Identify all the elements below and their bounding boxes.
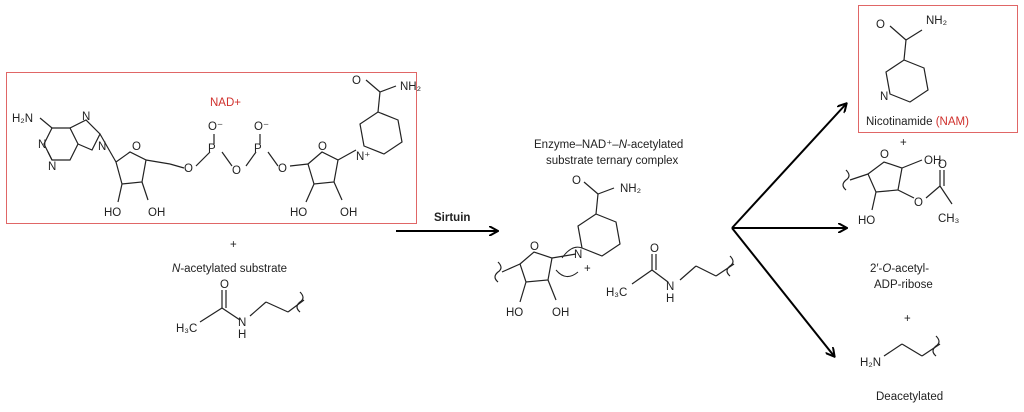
nam-highlight-box — [858, 5, 1018, 133]
adpr-structure — [842, 159, 953, 211]
nad-atom-o-link1: O — [184, 163, 193, 175]
nad-atom-o-ring1: O — [132, 141, 141, 153]
nam-abbr: (NAM) — [935, 116, 969, 128]
nad-atom-h2n: H₂N — [12, 113, 33, 125]
complex-atom-h-amide: H — [666, 293, 674, 305]
complex-atom-oh: OH — [552, 307, 569, 319]
complex-label-post: -acetylated — [627, 139, 684, 151]
nad-atom-n3: N — [48, 161, 56, 173]
adpr-label-post: -acetyl- — [891, 263, 930, 275]
substrate-atom-n: N — [238, 317, 246, 329]
nad-atom-o-bridge: O — [232, 165, 241, 177]
nam-atom-n: N — [880, 91, 888, 103]
substrate-label-rest: -acetylated substrate — [180, 263, 288, 275]
nad-atom-ho1: HO — [104, 207, 121, 219]
nad-atom-oh2: OH — [340, 207, 357, 219]
adpr-label-line1: 2′-O-acetyl- — [870, 262, 929, 276]
adpr-atom-o-carbonyl: O — [938, 159, 947, 171]
substrate-atom-h: H — [238, 329, 246, 341]
nam-atom-nh2: NH₂ — [926, 15, 947, 27]
nad-title: NAD+ — [210, 97, 241, 109]
adpr-atom-oh: OH — [924, 155, 941, 167]
nad-atom-o-amide: O — [352, 75, 361, 87]
substrate-label: N-acetylated substrate — [172, 262, 287, 276]
complex-atom-nh2: NH₂ — [620, 183, 641, 195]
nam-structure — [885, 25, 929, 103]
substrate-atom-o: O — [220, 279, 229, 291]
nad-atom-n9: N — [98, 141, 106, 153]
complex-atom-o-ring: O — [530, 241, 539, 253]
plus-sign-2: + — [900, 137, 907, 149]
complex-label-line2: substrate ternary complex — [546, 155, 679, 167]
substrate-structure — [199, 290, 305, 323]
adpr-label-line2: ADP-ribose — [874, 279, 933, 291]
nad-atom-p2: P — [254, 143, 262, 155]
nad-highlight-box — [6, 72, 417, 224]
nad-structure — [39, 79, 403, 203]
nad-atom-nh2: NH₂ — [400, 81, 421, 93]
deacetylated-atom-h2n: H₂N — [860, 357, 881, 369]
adpr-atom-ch3: CH₃ — [938, 213, 960, 225]
nad-atom-o-minus1: O⁻ — [208, 121, 223, 133]
substrate-label-italic: N — [172, 263, 181, 275]
nad-atom-n-plus: N⁺ — [356, 151, 370, 163]
complex-atom-ho: HO — [506, 307, 523, 319]
complex-atom-n: N — [574, 249, 582, 261]
complex-atom-plus: + — [584, 263, 591, 275]
adpr-atom-ho: HO — [858, 215, 875, 227]
complex-label-line1: Enzyme–NAD⁺–N-acetylated — [534, 138, 683, 152]
complex-atom-n-amide: N — [666, 281, 674, 293]
plus-sign-3: + — [904, 313, 911, 325]
complex-atom-h3c: H₃C — [606, 287, 627, 299]
nad-atom-o-minus2: O⁻ — [254, 121, 269, 133]
complex-label-italic: N — [618, 139, 627, 151]
adpr-label-italic: O — [882, 263, 892, 275]
nad-atom-o-ring2: O — [318, 141, 327, 153]
nam-label: Nicotinamide (NAM) — [866, 115, 969, 129]
complex-atom-o-acetyl: O — [650, 243, 659, 255]
nam-name: Nicotinamide — [866, 116, 933, 128]
adpr-atom-o-ester: O — [914, 197, 923, 209]
nad-atom-ho2: HO — [290, 207, 307, 219]
adpr-label-pre: 2′- — [870, 263, 883, 275]
nad-atom-o-link2: O — [278, 163, 287, 175]
substrate-atom-h3c: H₃C — [176, 323, 197, 335]
nad-atom-n7: N — [82, 111, 90, 123]
nad-atom-p1: P — [208, 143, 216, 155]
nam-atom-o: O — [876, 19, 885, 31]
deacetylated-label: Deacetylated — [876, 391, 944, 403]
complex-label-pre: Enzyme–NAD⁺– — [534, 139, 619, 151]
complex-structure — [494, 181, 735, 303]
plus-sign-1: + — [230, 239, 237, 251]
product-arrow-deacetylated — [731, 227, 834, 356]
nad-atom-oh1: OH — [148, 207, 165, 219]
adpr-atom-o-ring: O — [880, 149, 889, 161]
sirtuin-label: Sirtuin — [434, 212, 471, 224]
nad-atom-n1: N — [38, 139, 46, 151]
product-arrow-nam — [731, 104, 846, 229]
deacetylated-structure — [883, 335, 941, 357]
complex-atom-o-amide: O — [572, 175, 581, 187]
